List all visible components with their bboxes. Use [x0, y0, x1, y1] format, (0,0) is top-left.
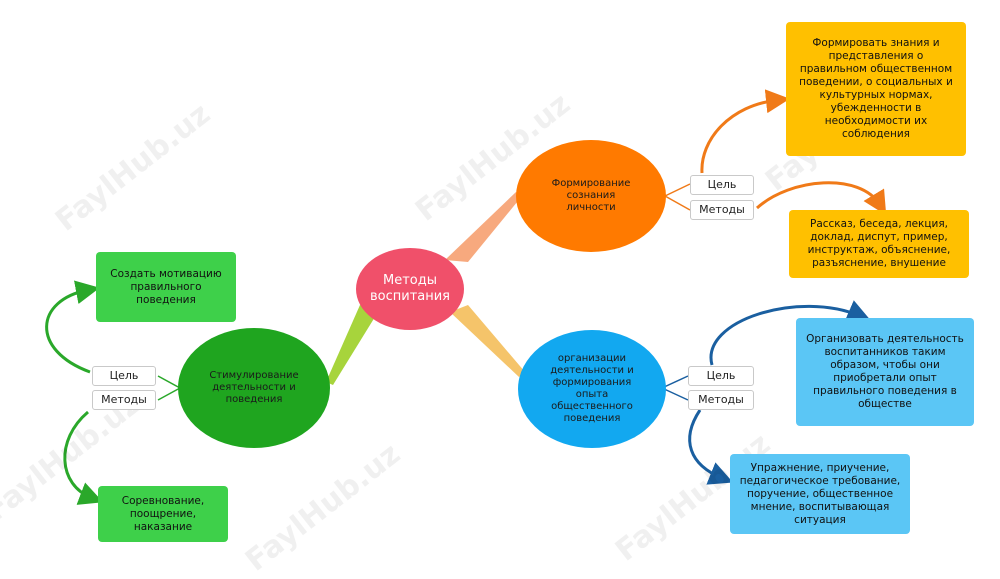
experience-methods-tag: Методы	[688, 390, 754, 410]
mind-map-connectors	[45, 89, 887, 505]
arrow-orange-methods	[755, 181, 887, 216]
consciousness-methods-tag: Методы	[690, 200, 754, 220]
connector-center-stimulation	[326, 305, 378, 385]
arrow-blue-goal	[709, 300, 872, 366]
center-node: Методы воспитания	[356, 248, 464, 330]
arrow-green-goal	[45, 280, 100, 374]
connector-green-tags	[157, 375, 181, 401]
experience-goal-tag: Цель	[688, 366, 754, 386]
stimulation-goal-box: Создать мотивацию правильного поведения	[96, 252, 236, 322]
arrow-orange-goal	[700, 89, 790, 174]
stimulation-methods-text: Соревнование, поощрение, наказание	[121, 494, 205, 533]
arrow-green-methods	[63, 410, 104, 505]
branch-stimulation-label: Стимулирование деятельности и поведения	[209, 370, 299, 405]
stimulation-goal-tag: Цель	[92, 366, 156, 386]
stimulation-methods-tag: Методы	[92, 390, 156, 410]
center-label: Методы воспитания	[369, 273, 451, 304]
connector-orange-tags	[664, 183, 691, 211]
experience-methods-text: Упражнение, приучение, педагогическое тр…	[739, 461, 901, 526]
consciousness-goal-tag: Цель	[690, 175, 754, 195]
connector-blue-tags	[661, 375, 689, 401]
stimulation-goal-text: Создать мотивацию правильного поведения	[110, 267, 222, 306]
branch-consciousness: Формирование сознания личности	[516, 140, 666, 252]
consciousness-methods-box: Рассказ, беседа, лекция, доклад, диспут,…	[789, 210, 969, 278]
branch-experience-label: организации деятельности и формирования …	[550, 353, 634, 424]
arrow-blue-methods	[688, 409, 734, 485]
branch-stimulation: Стимулирование деятельности и поведения	[178, 328, 330, 448]
connector-center-experience	[450, 305, 525, 377]
experience-goal-box: Организовать деятельность воспитанников …	[796, 318, 974, 426]
experience-goal-text: Организовать деятельность воспитанников …	[806, 333, 964, 410]
branch-consciousness-label: Формирование сознания личности	[551, 178, 631, 213]
consciousness-methods-text: Рассказ, беседа, лекция, доклад, диспут,…	[807, 218, 951, 269]
consciousness-goal-box: Формировать знания и представления о пра…	[786, 22, 966, 156]
experience-methods-box: Упражнение, приучение, педагогическое тр…	[730, 454, 910, 534]
stimulation-methods-box: Соревнование, поощрение, наказание	[98, 486, 228, 542]
consciousness-goal-text: Формировать знания и представления о пра…	[799, 37, 953, 140]
branch-experience: организации деятельности и формирования …	[518, 330, 666, 448]
connector-center-consciousness	[445, 192, 522, 262]
